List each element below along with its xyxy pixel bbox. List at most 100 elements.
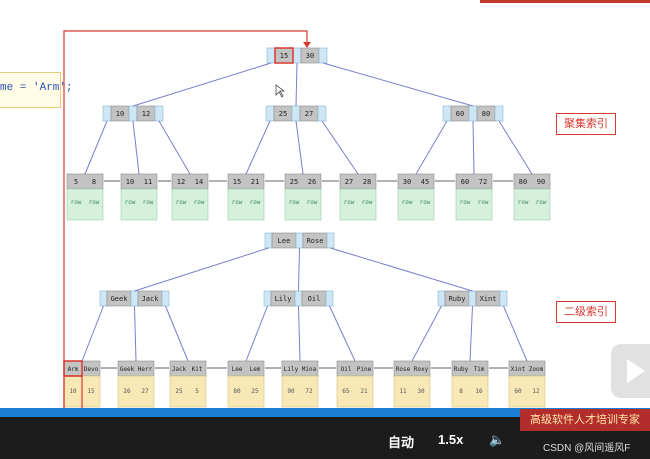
clustered-inner-0-ptr bbox=[102, 105, 112, 122]
clustered-leaf-key-text: 28 bbox=[363, 178, 371, 186]
clustered-leaf-key-text: 11 bbox=[144, 178, 152, 186]
secondary-root-ptr bbox=[326, 232, 335, 249]
clustered-edge bbox=[158, 120, 191, 175]
secondary-inner-0-key-text: Geek bbox=[111, 295, 129, 303]
secondary-leaf-key-text: Roxy bbox=[414, 366, 429, 373]
auto-quality-button[interactable]: 自动 bbox=[388, 435, 415, 450]
clustered-leaf-key-text: 72 bbox=[479, 178, 487, 186]
clustered-leaf-key-text: 5 bbox=[74, 178, 78, 186]
clustered-leaf-row-text: row bbox=[232, 199, 243, 206]
video-progress-bar[interactable] bbox=[0, 408, 650, 417]
secondary-edge bbox=[298, 247, 300, 292]
secondary-leaf-id-text: 72 bbox=[305, 388, 313, 395]
secondary-leaf-id-text: 8 bbox=[459, 388, 463, 395]
clustered-leaf-key-text: 27 bbox=[345, 178, 353, 186]
clustered-leaf-key-text: 15 bbox=[233, 178, 241, 186]
clustered-leaf-key-text: 10 bbox=[126, 178, 134, 186]
clustered-inner-2-ptr bbox=[494, 105, 504, 122]
secondary-leaf-ids bbox=[117, 375, 155, 408]
secondary-leaf-ids bbox=[451, 375, 489, 408]
secondary-leaf-key-text: Lem bbox=[250, 366, 261, 373]
secondary-inner-1-key-text: Oil bbox=[308, 295, 321, 303]
clustered-leaf-key-text: 80 bbox=[519, 178, 527, 186]
secondary-edge bbox=[298, 305, 301, 362]
secondary-leaf-key-text: Zoom bbox=[529, 366, 544, 373]
clustered-leaf-row-text: row bbox=[518, 199, 529, 206]
clustered-leaf-key-text: 25 bbox=[290, 178, 298, 186]
secondary-leaf-key-text: Rose bbox=[396, 366, 411, 373]
secondary-leaf-id-text: 80 bbox=[233, 388, 241, 395]
secondary-leaf-key-text: Oil bbox=[341, 366, 352, 373]
lookup-path-arrow bbox=[303, 42, 311, 48]
secondary-leaf-id-text: 30 bbox=[417, 388, 425, 395]
clustered-root-highlight bbox=[274, 47, 294, 64]
clustered-leaf-key-text: 26 bbox=[308, 178, 316, 186]
clustered-leaf-key bbox=[66, 173, 104, 190]
clustered-leaf-row-text: row bbox=[460, 199, 471, 206]
secondary-inner-2-ptr bbox=[499, 290, 508, 307]
secondary-leaf-id-text: 90 bbox=[287, 388, 295, 395]
clustered-leaf-row-text: row bbox=[402, 199, 413, 206]
clustered-leaf-rows bbox=[455, 188, 493, 221]
clustered-leaf-row-text: row bbox=[89, 199, 100, 206]
clustered-inner-2-key-text: 60 bbox=[456, 110, 464, 118]
clustered-leaf-rows bbox=[227, 188, 265, 221]
play-button[interactable] bbox=[611, 344, 650, 398]
secondary-inner-0-ptr bbox=[130, 290, 139, 307]
secondary-leaf-id-text: 21 bbox=[360, 388, 368, 395]
secondary-inner-2-key-text: Xint bbox=[480, 295, 497, 303]
secondary-inner-1-ptr bbox=[325, 290, 334, 307]
clustered-leaf-row-text: row bbox=[194, 199, 205, 206]
clustered-leaf-key-text: 90 bbox=[537, 178, 545, 186]
clustered-leaf-rows bbox=[66, 188, 104, 221]
clustered-leaf-key-text: 8 bbox=[92, 178, 96, 186]
clustered-root-key-text: 30 bbox=[306, 52, 314, 60]
secondary-root-key-text: Rose bbox=[307, 237, 324, 245]
clustered-leaf-key-text: 14 bbox=[195, 178, 203, 186]
clustered-leaf-row-text: row bbox=[307, 199, 318, 206]
secondary-inner-1-ptr bbox=[294, 290, 303, 307]
secondary-leaf-id-text: 25 bbox=[251, 388, 259, 395]
secondary-inner-1-ptr bbox=[263, 290, 272, 307]
course-banner: 高级软件人才培训专家 bbox=[520, 409, 650, 431]
clustered-leaf-row-text: row bbox=[143, 199, 154, 206]
secondary-root-key-text: Lee bbox=[278, 237, 291, 245]
clustered-edge bbox=[132, 62, 272, 107]
secondary-leaf-id-text: 15 bbox=[87, 388, 95, 395]
secondary-leaf-key-text: Herr bbox=[138, 366, 153, 373]
clustered-leaf-row-text: row bbox=[420, 199, 431, 206]
secondary-leaf-key-text: Lily bbox=[284, 366, 299, 373]
sql-snippet-text: me = 'Arm'; bbox=[0, 82, 73, 94]
clustered-edge bbox=[321, 120, 359, 175]
secondary-leaf-key-text: Jack bbox=[172, 366, 187, 373]
secondary-leaf-key-text: Pine bbox=[357, 366, 372, 373]
clustered-edge bbox=[322, 62, 474, 107]
secondary-leaf-key-text: Xint bbox=[511, 366, 526, 373]
secondary-leaf-ids bbox=[227, 375, 265, 408]
secondary-edge bbox=[165, 305, 189, 362]
clustered-leaf-rows bbox=[513, 188, 551, 221]
volume-icon[interactable]: 🔈 bbox=[489, 432, 506, 447]
clustered-leaf-rows bbox=[171, 188, 209, 221]
secondary-leaf-ids bbox=[508, 375, 546, 408]
secondary-leaf-key-text: Devo bbox=[84, 366, 99, 373]
secondary-leaf-ids bbox=[336, 375, 374, 408]
clustered-inner-0-key-text: 10 bbox=[116, 110, 124, 118]
clustered-leaf-row-text: row bbox=[71, 199, 82, 206]
clustered-inner-1-key-text: 27 bbox=[305, 110, 313, 118]
secondary-edge bbox=[329, 305, 356, 362]
secondary-leaf-id-text: 11 bbox=[399, 388, 407, 395]
secondary-leaf-key-text: Tim bbox=[474, 366, 485, 373]
clustered-edge bbox=[472, 120, 475, 175]
secondary-leaf-id-text: 60 bbox=[514, 388, 522, 395]
secondary-root-ptr bbox=[295, 232, 304, 249]
secondary-edge bbox=[503, 305, 528, 362]
secondary-leaf-id-text: 27 bbox=[141, 388, 149, 395]
speed-button[interactable]: 1.5x bbox=[438, 432, 464, 447]
clustered-inner-1-ptr bbox=[317, 105, 327, 122]
clustered-leaf-row-text: row bbox=[344, 199, 355, 206]
secondary-leaf-id-text: 26 bbox=[123, 388, 131, 395]
sql-snippet: me = 'Arm'; bbox=[0, 72, 73, 108]
